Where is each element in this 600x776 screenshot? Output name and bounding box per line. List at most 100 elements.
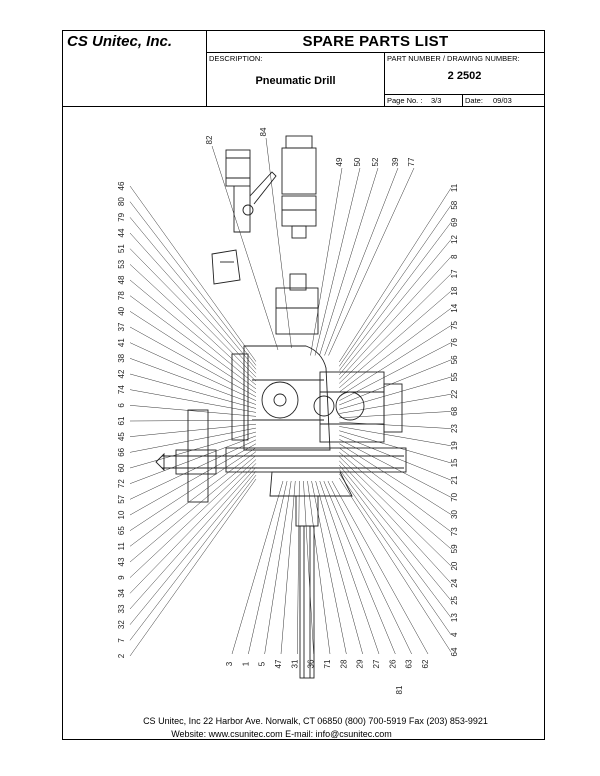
callout-26: 26	[388, 659, 397, 668]
leader-line	[129, 423, 257, 437]
date-label: Date:	[465, 96, 483, 105]
leader-line	[297, 480, 300, 655]
callout-78: 78	[117, 291, 126, 300]
leader-line	[319, 480, 380, 655]
leader-line	[129, 326, 257, 397]
leader-line	[211, 145, 279, 351]
callout-73: 73	[450, 527, 459, 536]
leader-line	[328, 167, 415, 356]
callout-27: 27	[372, 659, 381, 668]
callout-81: 81	[395, 685, 404, 694]
callout-23: 23	[450, 424, 459, 433]
leader-line	[280, 480, 296, 655]
callout-31: 31	[290, 659, 299, 668]
callout-5: 5	[258, 661, 267, 666]
leader-line	[129, 474, 257, 641]
callout-70: 70	[450, 492, 459, 501]
leader-line	[248, 480, 288, 655]
callout-21: 21	[450, 475, 459, 484]
callout-8: 8	[450, 254, 459, 259]
leader-line	[310, 167, 343, 356]
parts-sheet: CS Unitec, Inc. SPARE PARTS LIST DESCRIP…	[62, 30, 545, 740]
callout-56: 56	[450, 355, 459, 364]
leader-line	[339, 443, 452, 515]
callout-33: 33	[117, 604, 126, 613]
leader-line	[339, 469, 452, 618]
leader-line	[339, 452, 452, 550]
callout-13: 13	[450, 613, 459, 622]
leader-line	[339, 273, 452, 384]
leader-line	[339, 447, 452, 532]
callout-61: 61	[117, 416, 126, 425]
callout-63: 63	[405, 659, 414, 668]
leader-line	[339, 376, 452, 410]
leader-line	[129, 185, 257, 362]
callout-72: 72	[117, 479, 126, 488]
footer-address: CS Unitec, Inc 22 Harbor Ave. Norwalk, C…	[143, 716, 488, 726]
leader-line	[129, 389, 257, 413]
leader-line	[129, 443, 257, 516]
callout-76: 76	[450, 338, 459, 347]
callout-14: 14	[450, 303, 459, 312]
callout-12: 12	[450, 235, 459, 244]
description-value: Pneumatic Drill	[255, 75, 336, 87]
callout-71: 71	[323, 659, 332, 668]
leader-line	[129, 373, 257, 409]
callout-38: 38	[117, 353, 126, 362]
callout-24: 24	[450, 578, 459, 587]
leader-line	[324, 167, 399, 356]
callout-1: 1	[241, 661, 250, 666]
company-name: CS Unitec, Inc.	[67, 33, 173, 50]
company-cell: CS Unitec, Inc.	[63, 31, 207, 107]
callout-20: 20	[450, 561, 459, 570]
leader-line	[264, 480, 292, 655]
callout-11: 11	[117, 542, 126, 551]
callout-6: 6	[117, 403, 126, 408]
part-number-cell: PART NUMBER / DRAWING NUMBER: 2 2502	[385, 53, 544, 95]
callout-45: 45	[117, 432, 126, 441]
leader-line	[129, 471, 257, 625]
callout-57: 57	[117, 494, 126, 503]
leader-line	[339, 411, 452, 419]
callout-25: 25	[450, 595, 459, 604]
callout-3: 3	[225, 661, 234, 666]
callout-75: 75	[450, 320, 459, 329]
leader-line	[339, 473, 452, 635]
leader-line	[339, 359, 452, 406]
leader-line	[323, 480, 396, 655]
page-cell: Page No. : 3/3	[385, 95, 463, 107]
leader-line	[129, 427, 257, 453]
callout-2: 2	[117, 653, 126, 658]
callout-60: 60	[117, 463, 126, 472]
leader-line	[339, 308, 452, 393]
page-label: Page No. :	[387, 96, 423, 105]
date-value: 09/03	[493, 96, 512, 105]
leader-line	[339, 290, 452, 388]
leader-line	[265, 137, 292, 349]
leader-line	[129, 405, 257, 417]
callout-77: 77	[407, 157, 416, 166]
leader-line	[129, 459, 257, 578]
leader-line	[129, 358, 257, 405]
leader-line	[129, 311, 257, 394]
callout-51: 51	[117, 244, 126, 253]
leader-line	[339, 426, 452, 447]
callout-80: 80	[117, 197, 126, 206]
callout-10: 10	[117, 510, 126, 519]
leader-line	[129, 342, 257, 401]
leader-line	[339, 342, 452, 401]
callout-65: 65	[117, 526, 126, 535]
leader-line	[339, 393, 452, 414]
leader-line	[315, 480, 363, 655]
leader-line	[129, 420, 257, 422]
leader-line	[231, 480, 284, 655]
leader-line	[129, 264, 257, 382]
callout-82: 82	[205, 135, 214, 144]
callout-43: 43	[117, 557, 126, 566]
leader-line	[339, 434, 452, 481]
leader-line	[339, 421, 452, 429]
leader-line	[339, 239, 452, 376]
leader-line	[339, 430, 452, 464]
leader-line	[319, 167, 379, 356]
callout-40: 40	[117, 306, 126, 315]
